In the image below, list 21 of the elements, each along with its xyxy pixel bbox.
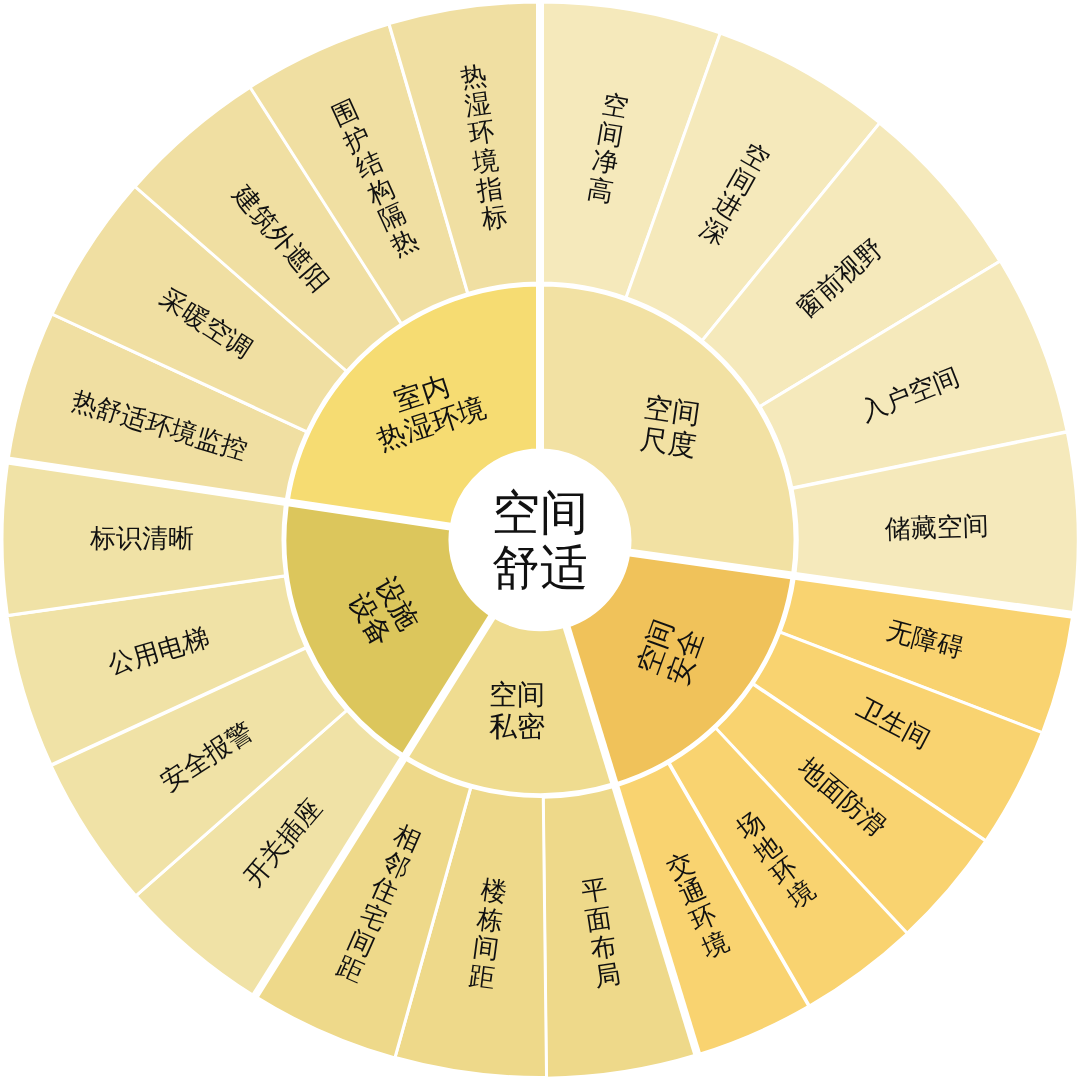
segment-label: 空间安全 bbox=[631, 614, 711, 690]
segment-label: 交通环境 bbox=[663, 846, 734, 963]
segment-label: 空间净高 bbox=[585, 89, 631, 207]
segment-label: 标识清晰 bbox=[90, 523, 195, 554]
segment-label: 热舒适环境监控 bbox=[67, 385, 251, 467]
segment-label: 窗前视野 bbox=[790, 233, 890, 325]
segment-label: 热湿环境指标 bbox=[458, 59, 509, 234]
segment-label: 室内热湿环境 bbox=[372, 368, 491, 458]
segment-label: 无障碍 bbox=[883, 615, 967, 664]
segment-label: 空间进深 bbox=[695, 137, 775, 250]
segment-label: 入户空间 bbox=[856, 362, 964, 428]
segment-label: 楼栋间距 bbox=[467, 875, 509, 993]
segment-label: 公用电梯 bbox=[104, 623, 213, 682]
segment-label: 卫生间 bbox=[851, 692, 935, 755]
center-title: 空间舒适 bbox=[492, 484, 588, 596]
segment-label: 设施设备 bbox=[341, 571, 426, 653]
segment-label: 平面布局 bbox=[579, 874, 623, 992]
segment-label: 空间尺度 bbox=[637, 391, 703, 463]
segment-label: 相邻住宅间距 bbox=[332, 819, 426, 988]
segment-label: 储藏空间 bbox=[884, 510, 990, 545]
segment-label: 空间私密 bbox=[489, 678, 546, 744]
